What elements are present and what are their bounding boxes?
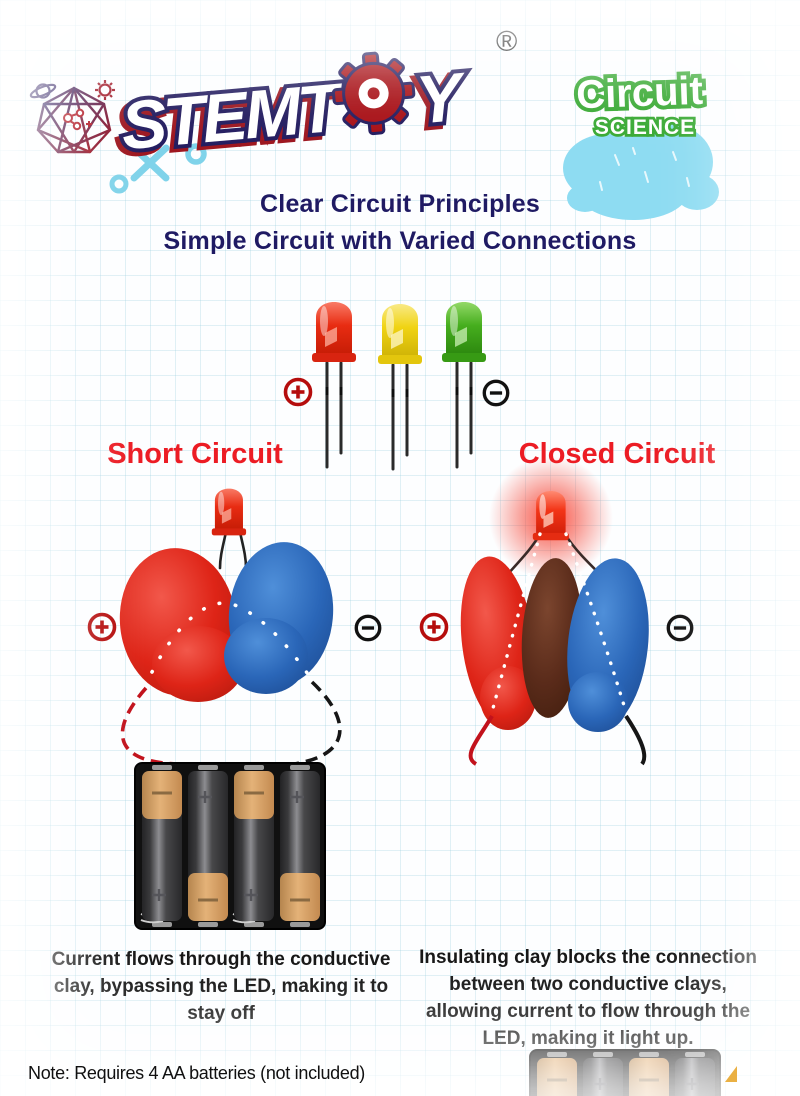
- led-legs: [218, 530, 248, 570]
- black-wire: [624, 714, 647, 766]
- current-path-dots: [490, 532, 628, 714]
- xo-doodle-icon: [109, 143, 207, 194]
- battery-pack: [528, 1048, 722, 1096]
- aa-battery: [280, 771, 320, 921]
- badge-line1-text: Circuit: [575, 69, 703, 117]
- yellow-led-icon: [378, 304, 422, 471]
- title-line-2: Simple Circuit with Varied Connections: [163, 227, 637, 255]
- short-circuit-diagram: [119, 488, 342, 930]
- red-wire: [468, 714, 494, 766]
- red-wire: [120, 686, 179, 766]
- blue-conductive-clay: [224, 542, 334, 694]
- gear-o-icon: [331, 51, 416, 136]
- minus-circle-icon: [354, 614, 382, 642]
- closed-circuit-diagram: [460, 456, 722, 1096]
- badge-line2-text: SCIENCE: [595, 116, 695, 139]
- short-circuit-caption: Current flows through the conductive cla…: [51, 949, 391, 1024]
- short-circuit-label: Short Circuit: [107, 438, 283, 470]
- closed-circuit-caption: Insulating clay blocks the connection be…: [419, 947, 757, 1049]
- minus-circle-icon: [666, 614, 694, 642]
- brown-insulating-clay: [521, 558, 583, 718]
- aa-battery: [188, 771, 228, 921]
- minus-circle-icon: [482, 379, 510, 407]
- aa-battery: [234, 771, 274, 921]
- geometric-science-doodle-icon: [29, 80, 115, 154]
- green-led-icon: [442, 302, 486, 469]
- corner-fold-icon: [725, 1066, 737, 1082]
- battery-pack: [134, 762, 326, 930]
- plus-circle-icon: [283, 377, 313, 407]
- title-line-1: Clear Circuit Principles: [260, 190, 540, 218]
- black-wire: [293, 680, 342, 766]
- brand-right-text: Y: [413, 58, 470, 138]
- led-on-icon: [532, 491, 569, 541]
- plus-circle-icon: [419, 612, 449, 642]
- led-off-icon: [211, 488, 247, 536]
- red-conductive-clay: [460, 556, 536, 730]
- circuit-science-badge: Circuit SCIENCE: [563, 65, 719, 220]
- plus-circle-icon: [87, 612, 117, 642]
- battery-note: Note: Requires 4 AA batteries (not inclu…: [28, 1063, 366, 1083]
- red-led-icon: [312, 302, 356, 469]
- aa-battery: [142, 771, 182, 921]
- red-conductive-clay: [119, 548, 244, 702]
- registered-trademark-symbol: ®: [496, 26, 518, 58]
- stemtoy-wordmark: STEMT Y STEMT Y: [110, 51, 475, 172]
- blue-conductive-clay: [567, 558, 649, 732]
